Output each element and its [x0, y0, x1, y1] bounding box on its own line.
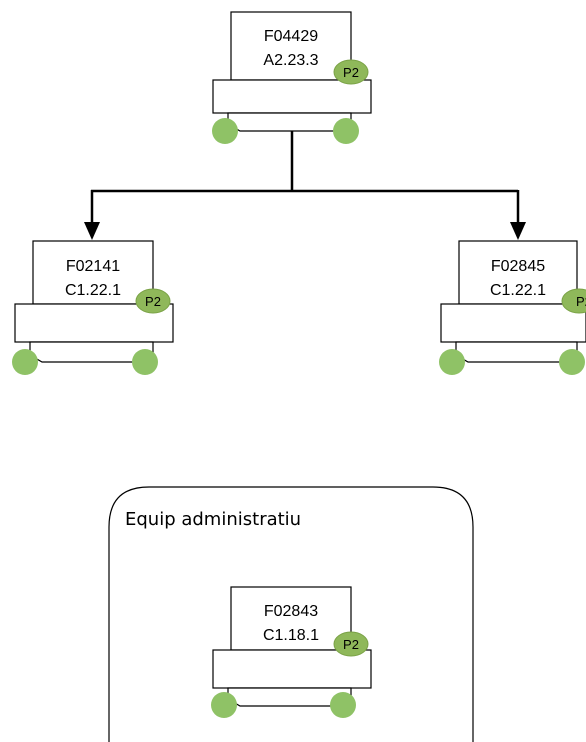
priority-badge-label: P2: [343, 637, 359, 652]
node-tray: [212, 649, 372, 689]
node-card: [458, 240, 578, 305]
priority-badge: [135, 288, 171, 314]
group-container: Equip administratiu: [108, 486, 474, 742]
node-tray: [212, 79, 372, 114]
priority-badge: [561, 288, 586, 314]
priority-badge-label: P2: [576, 294, 586, 309]
node-tray: [440, 303, 586, 343]
connector-dot: [439, 349, 465, 375]
node-code: F02843: [264, 603, 318, 620]
node-right[interactable]: F02845 C1.22.1 P2: [439, 240, 586, 375]
arrowhead-left: [84, 222, 100, 240]
node-top[interactable]: F04429 A2.23.3 P2: [212, 11, 372, 144]
connector-dot: [212, 118, 238, 144]
node-ref: C1.18.1: [263, 627, 319, 644]
node-ref: C1.22.1: [65, 282, 121, 299]
priority-badge: [333, 631, 369, 657]
node-card: [230, 11, 352, 81]
priority-badge: [333, 59, 369, 85]
connector-dot: [330, 692, 356, 718]
node-code: F04429: [264, 28, 318, 45]
priority-badge-label: P2: [343, 65, 359, 80]
node-code: F02141: [66, 258, 120, 275]
node-ref: A2.23.3: [263, 52, 318, 69]
node-code: F02845: [491, 258, 545, 275]
node-group[interactable]: F02843 C1.18.1 P2: [211, 586, 372, 718]
group-title: Equip administratiu: [125, 509, 301, 530]
node-ref: C1.22.1: [490, 282, 546, 299]
node-card: [230, 586, 352, 651]
node-base: [227, 112, 352, 132]
connector-dot: [333, 118, 359, 144]
node-left[interactable]: F02141 C1.22.1 P2: [12, 240, 174, 375]
group-frame: [108, 486, 474, 742]
priority-badge-label: P2: [145, 294, 161, 309]
connector-dot: [211, 692, 237, 718]
node-base: [455, 341, 578, 363]
connector-dot: [132, 349, 158, 375]
connector-dot: [12, 349, 38, 375]
connector-dot: [559, 349, 585, 375]
arrowhead-right: [510, 222, 526, 240]
connector-lines: [90, 126, 520, 224]
